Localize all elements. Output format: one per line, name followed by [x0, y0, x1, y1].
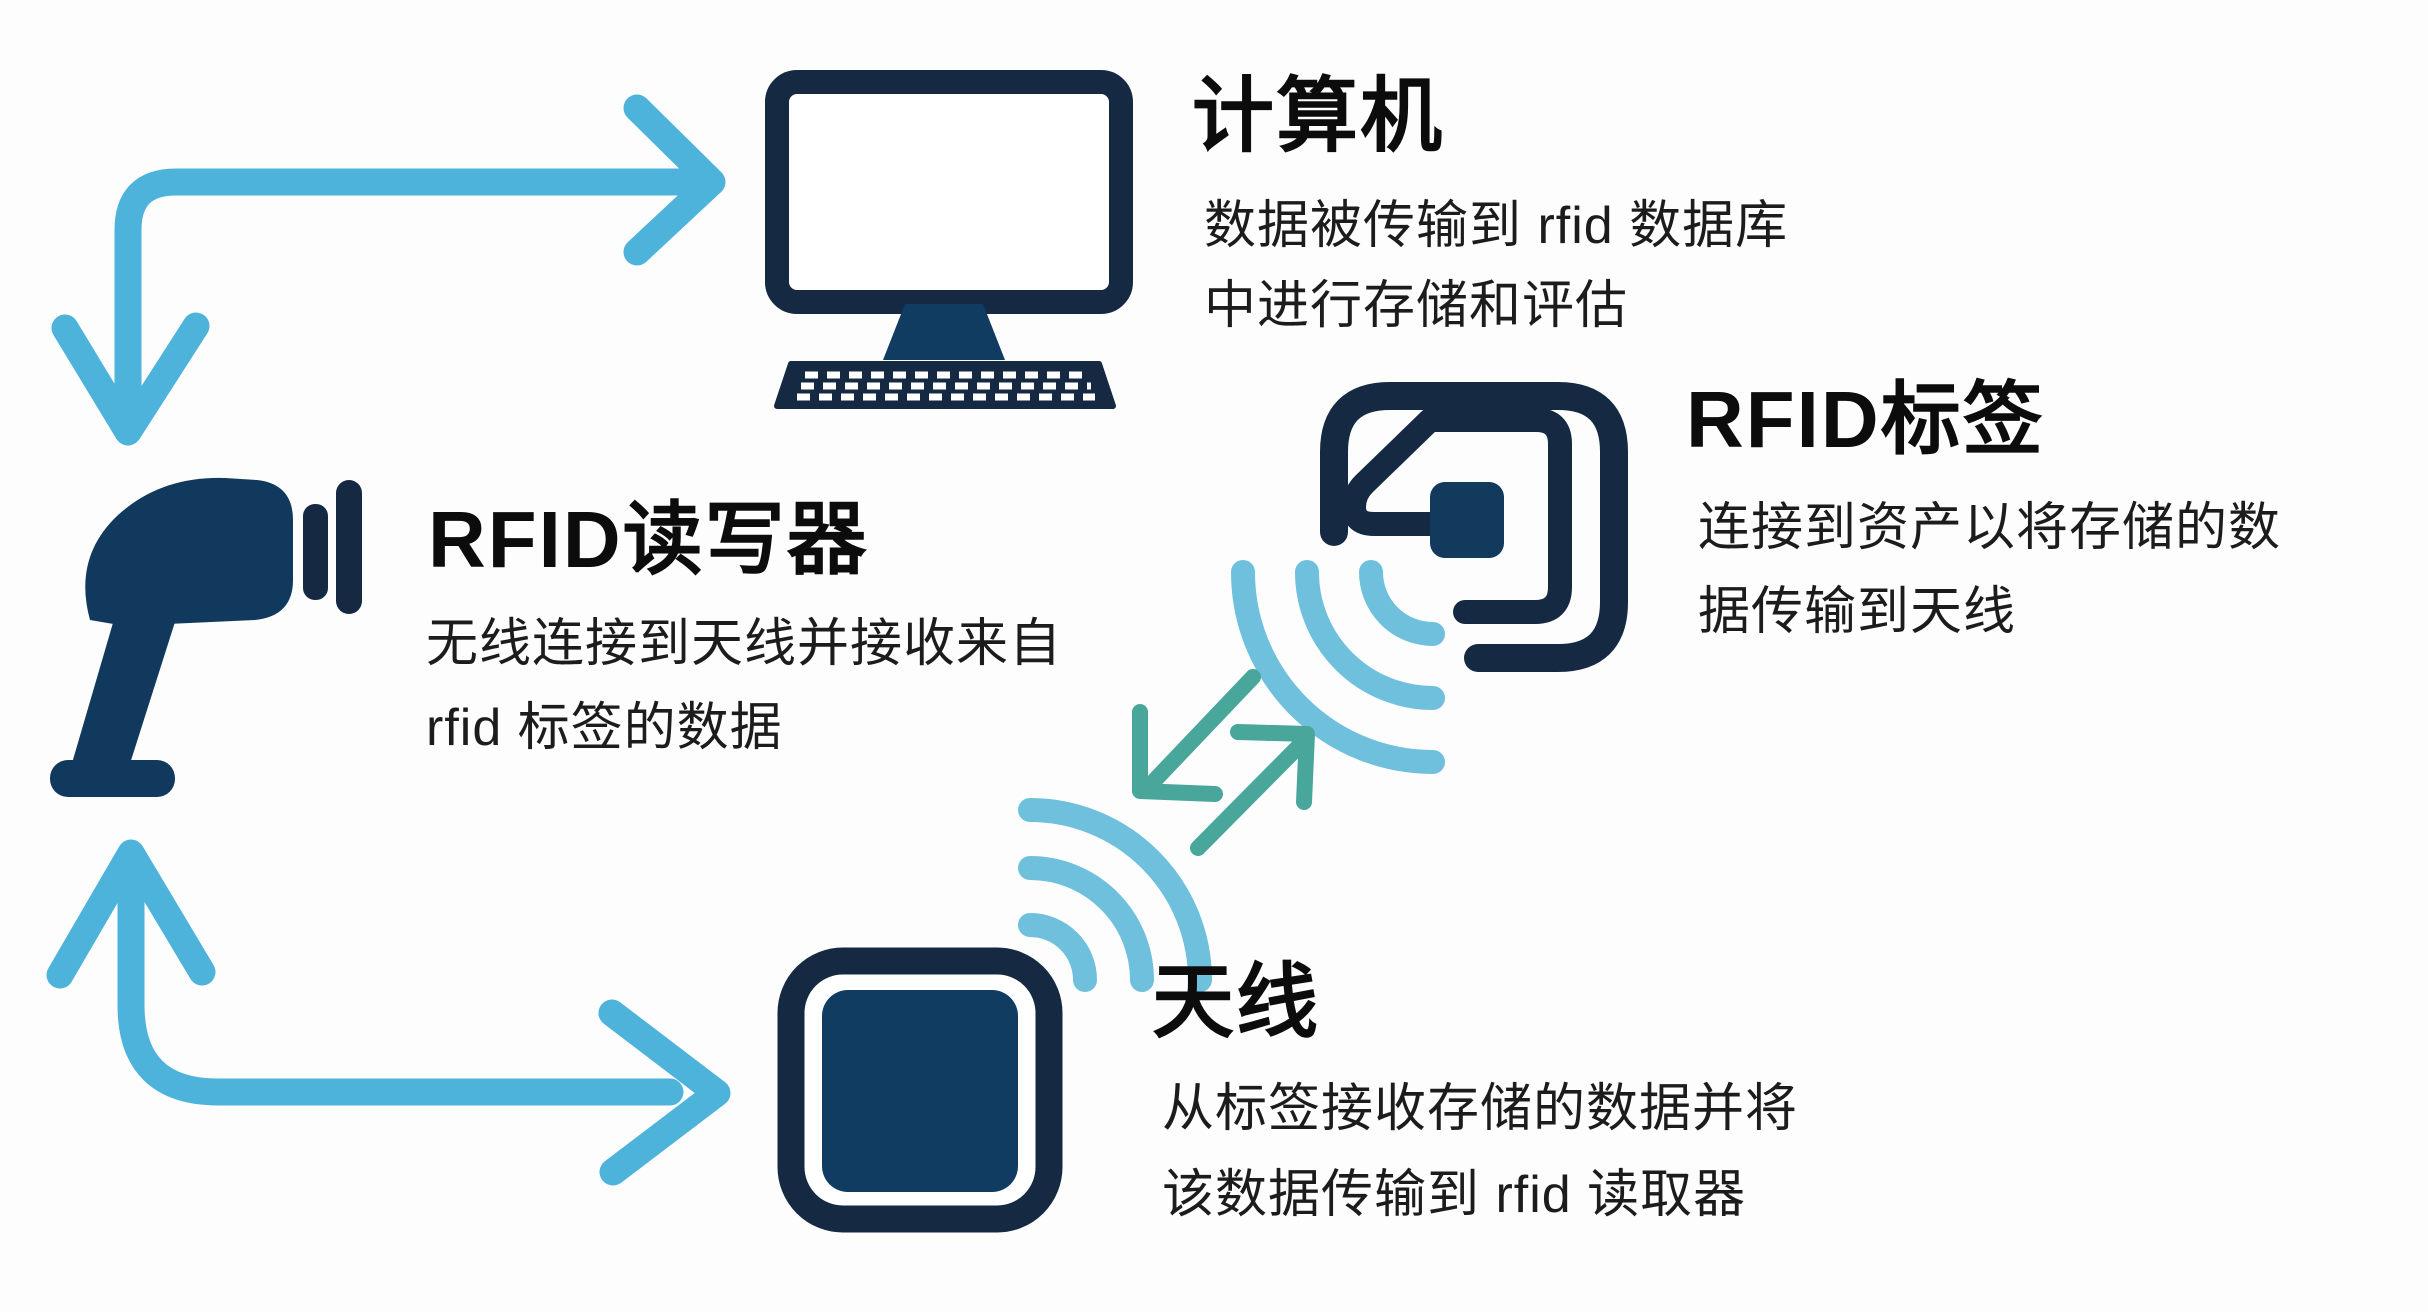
- rfid-tag-desc-line1: 连接到资产以将存储的数: [1698, 499, 2282, 557]
- monitor-keyboard-icon: [765, 70, 1133, 409]
- monitor-stand: [883, 304, 1005, 360]
- antenna-desc-line1: 从标签接收存储的数据并将: [1162, 1080, 1799, 1138]
- antenna-icon: [765, 935, 1075, 1245]
- arrow-up-right-head: [1230, 724, 1315, 810]
- antenna-desc: 从标签接收存储的数据并将 该数据传输到 rfid 读取器: [1162, 1066, 1798, 1238]
- arrow-down-left-head: [1132, 704, 1223, 802]
- arrow-up-right-shaft: [1190, 734, 1311, 856]
- signal-bar-tall: [336, 480, 362, 614]
- arrow-reader-computer: [30, 90, 730, 460]
- scanner-gun-icon: [50, 477, 362, 797]
- tag-outer-frame: [1320, 382, 1628, 672]
- antenna-title: 天线: [1152, 957, 1321, 1048]
- rfid-tag-desc-line2: 据传输到天线: [1698, 583, 2017, 641]
- scanner-base: [50, 760, 175, 797]
- double-diagonal-arrows-icon: [1132, 669, 1315, 856]
- computer-desc-line2: 中进行存储和评估: [1204, 277, 1629, 335]
- computer-icon: [755, 62, 1135, 412]
- antenna-desc-line2: 该数据传输到 rfid 读取器: [1162, 1166, 1747, 1224]
- rfid-reader-icon: [45, 468, 365, 808]
- rfid-reader-desc-line1: 无线连接到天线并接收来自: [426, 615, 1063, 673]
- tag-coil-icon: [1320, 382, 1628, 672]
- signal-bar-short: [303, 504, 328, 600]
- rfid-reader-desc-line2: rfid 标签的数据: [426, 699, 783, 757]
- wifi-waves-icon: [1018, 798, 1212, 992]
- computer-desc-line1: 数据被传输到 rfid 数据库: [1204, 197, 1789, 255]
- rfid-tag-desc: 连接到资产以将存储的数 据传输到天线: [1698, 486, 2281, 654]
- scanner-head: [85, 477, 293, 626]
- rfid-tag-icon: [1310, 372, 1640, 682]
- arrow-down-left-shaft: [1147, 669, 1261, 788]
- rfid-reader-desc: 无线连接到天线并接收来自 rfid 标签的数据: [426, 602, 1062, 770]
- tag-chip: [1430, 482, 1504, 558]
- computer-desc: 数据被传输到 rfid 数据库 中进行存储和评估: [1204, 186, 1788, 346]
- tag-wifi-waves-icon: [1231, 552, 1453, 774]
- rfid-reader-title: RFID读写器: [428, 495, 869, 584]
- antenna-wifi-waves-icon: [995, 798, 1212, 1005]
- elbow-arrow-icon: [46, 839, 731, 1186]
- antenna-pad-icon: [777, 947, 1063, 1233]
- tag-coil: [1342, 408, 1572, 624]
- scanner-handle: [70, 616, 175, 773]
- computer-title: 计算机: [1192, 71, 1445, 162]
- elbow-arrow-icon: [51, 94, 726, 446]
- rfid-tag-title: RFID标签: [1686, 375, 2045, 464]
- antenna-inner: [822, 990, 1018, 1192]
- exchange-arrows-icon: [1110, 650, 1330, 880]
- arrow-antenna-reader: [30, 820, 731, 1186]
- wifi-waves-icon: [1231, 560, 1445, 774]
